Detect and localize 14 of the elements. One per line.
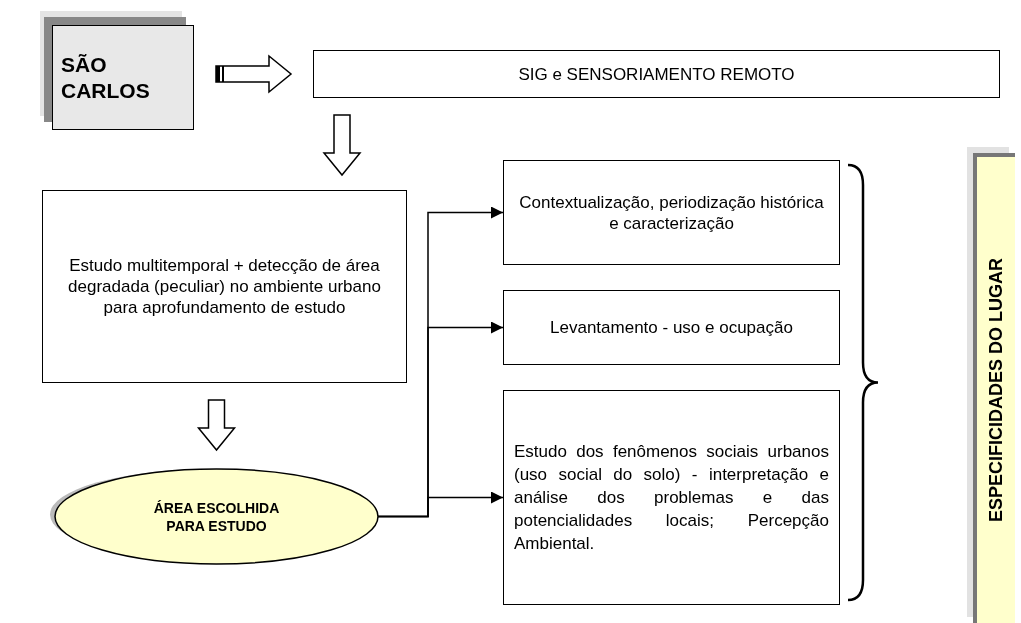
process-box bbox=[503, 290, 840, 365]
node-label: SIG e SENSORIAMENTO REMOTO bbox=[517, 63, 796, 85]
node-label: SÃO CARLOS bbox=[61, 51, 151, 104]
process-box bbox=[503, 390, 840, 605]
node-label: ÁREA ESCOLHIDA PARA ESTUDO bbox=[152, 498, 281, 535]
node-label: Estudo multitemporal + detecção de área degradada (peculiar) no ambiente urbano para aprofundamento de estudo bbox=[67, 255, 382, 318]
process-box bbox=[313, 50, 1000, 98]
node-label: Levantamento - uso e ocupação bbox=[549, 317, 794, 338]
process-box bbox=[503, 160, 840, 265]
node-label: Estudo dos fenômenos sociais urbanos (uso social do solo) - interpretação e análise dos problemas e das potencialidades locais; Percepção Ambiental. bbox=[513, 441, 830, 555]
arrow bbox=[377, 491, 504, 518]
process-box bbox=[42, 190, 407, 383]
node-label: Contextualização, periodização histórica e caracterização bbox=[518, 191, 825, 234]
node-label: ESPECIFICIDADES DO LUGAR bbox=[985, 258, 1007, 522]
